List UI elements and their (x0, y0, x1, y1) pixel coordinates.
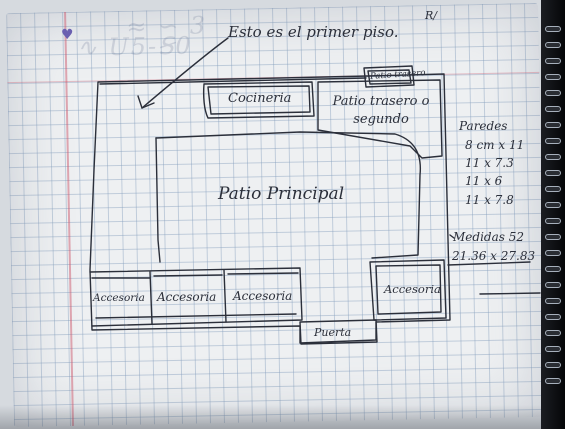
small-patio-box-inner (367, 69, 412, 85)
annotation-text: Esto es el primer piso. (228, 23, 399, 41)
paredes-item: 11 x 6 (465, 174, 503, 188)
extra-underline (479, 292, 541, 295)
room-label-accesoria-2: Accesoria (157, 290, 217, 304)
heart-doodle: ♥ (61, 27, 74, 43)
binding-ring (545, 202, 561, 208)
binding-ring (545, 58, 561, 64)
binding-ring (545, 282, 561, 288)
binding-ring (545, 122, 561, 128)
medidas-title: Medidas 52 (453, 230, 524, 244)
paredes-item: 11 x 7.8 (465, 193, 514, 207)
page-shadow (0, 405, 565, 429)
binding-ring (545, 266, 561, 272)
binding-ring (545, 26, 561, 32)
room-label-accesoria-3: Accesoria (233, 289, 293, 303)
annotation-arrow (141, 37, 229, 109)
annotation-arrowhead (137, 95, 155, 109)
binding-ring (545, 106, 561, 112)
accesoria-right-inner (375, 264, 442, 315)
paredes-item: 11 x 7.3 (465, 156, 514, 170)
binding-ring (545, 298, 561, 304)
patio-principal-left (155, 137, 161, 263)
binding-ring (545, 250, 561, 256)
room-label-patio-trasero: Patio trasero o segundo (332, 94, 430, 127)
room-label-puerta: Puerta (314, 326, 352, 339)
puerta-box (299, 319, 378, 345)
binding-ring (545, 378, 561, 384)
accesoria-inner-2 (153, 274, 223, 277)
cocina-box (202, 81, 315, 119)
binding-ring (545, 362, 561, 368)
accesoria-divider-1 (149, 271, 153, 325)
paredes-bracket (449, 234, 455, 239)
binding-ring (545, 186, 561, 192)
binding-ring (545, 218, 561, 224)
corner-mark: R/ (425, 9, 437, 22)
medidas-underline (447, 261, 531, 266)
binding-ring (545, 138, 561, 144)
binding-ring (545, 314, 561, 320)
room-label-cocina: Cocineria (228, 91, 292, 106)
accesoria-inner-3 (227, 272, 299, 275)
room-label-accesoria-1: Accesoria (93, 292, 145, 304)
room-label-accesoria-4: Accesoria (384, 282, 441, 296)
accesoria-divider-2 (223, 269, 227, 323)
binding-ring (545, 234, 561, 240)
paredes-title: Paredes (459, 119, 508, 133)
accesoria-inner-bottom (95, 313, 297, 319)
patio-trasero-area (317, 79, 443, 159)
spiral-binding (541, 0, 565, 429)
outer-wall-trace (99, 77, 367, 85)
binding-ring (545, 346, 561, 352)
binding-ring (545, 330, 561, 336)
binding-ring (545, 74, 561, 80)
binding-ring (545, 90, 561, 96)
binding-ring (545, 170, 561, 176)
patio-principal-outline (155, 131, 422, 259)
binding-ring (545, 154, 561, 160)
room-label-patio-principal: Patio Principal (218, 184, 345, 204)
binding-ring (545, 42, 561, 48)
paredes-item: 8 cm x 11 (465, 138, 525, 152)
accesoria-row (89, 267, 303, 327)
cocina-box-inner (207, 85, 311, 115)
medidas-value: 21.36 x 27.83 (452, 249, 536, 263)
accesoria-right-box (369, 259, 447, 321)
